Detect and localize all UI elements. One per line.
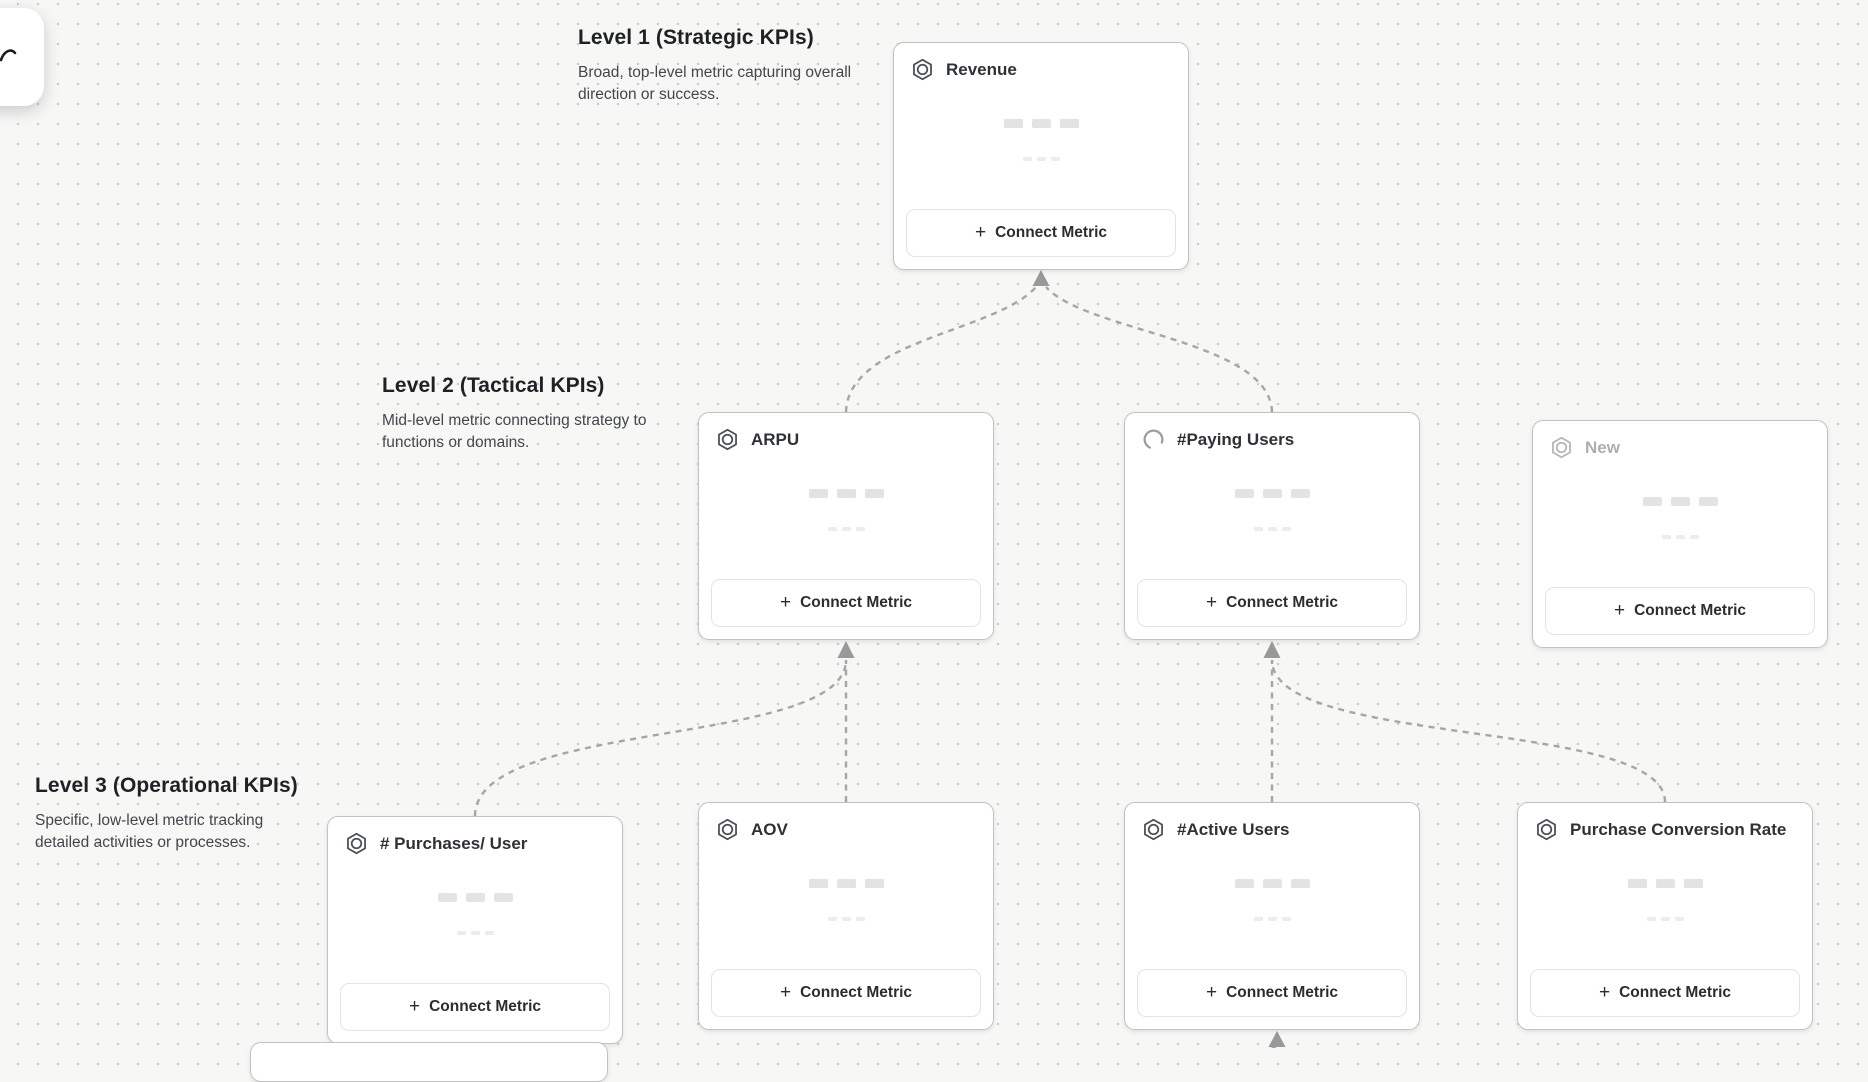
connect-metric-label: Connect Metric [1226, 984, 1339, 1001]
skeleton-row [1533, 535, 1827, 539]
metric-card-arpu[interactable]: ARPU + Connect Metric [698, 412, 994, 640]
card-title: Purchase Conversion Rate [1570, 819, 1787, 839]
plus-icon: + [1205, 982, 1218, 1003]
card-title: # Purchases/ User [380, 833, 528, 853]
connect-metric-label: Connect Metric [800, 594, 913, 611]
metric-hexagon-icon [718, 428, 737, 451]
level-3-description: Specific, low-level metric tracking deta… [35, 812, 264, 852]
card-title: #Paying Users [1177, 429, 1295, 449]
skeleton-row [328, 931, 622, 935]
connect-metric-button[interactable]: + Connect Metric [1545, 587, 1815, 635]
connect-metric-label: Connect Metric [1619, 984, 1732, 1001]
metric-hexagon-icon [1144, 818, 1163, 841]
level-1-label: Level 1 (Strategic KPIs) Broad, top-leve… [578, 26, 853, 107]
skeleton-row [699, 879, 993, 888]
card-title: ARPU [751, 429, 800, 449]
plus-icon: + [779, 592, 792, 613]
metric-hexagon-icon [347, 832, 366, 855]
metric-card-new[interactable]: New + Connect Metric [1532, 420, 1828, 648]
skeleton-row [1125, 527, 1419, 531]
card-title: #Active Users [1177, 819, 1290, 839]
skeleton-row [894, 119, 1188, 128]
edge-arpu-to-revenue [844, 286, 1037, 413]
metric-hexagon-icon [1552, 436, 1571, 459]
metric-hexagon-icon [913, 58, 932, 81]
card-header: #Active Users [1141, 817, 1289, 842]
skeleton-row [1125, 879, 1419, 888]
level-2-label: Level 2 (Tactical KPIs) Mid-level metric… [382, 374, 657, 455]
plus-icon: + [408, 996, 421, 1017]
card-header: ARPU [715, 427, 799, 452]
metric-card-purchase-conversion-rate[interactable]: Purchase Conversion Rate + Connect Metri… [1517, 802, 1813, 1030]
plus-icon: + [974, 222, 987, 243]
skeleton-row [1518, 879, 1812, 888]
metric-card-paying-users[interactable]: #Paying Users + Connect Metric [1124, 412, 1420, 640]
edge-pcr-to-paying [1270, 659, 1667, 803]
metric-card-active-users[interactable]: #Active Users + Connect Metric [1124, 802, 1420, 1030]
skeleton-row [699, 917, 993, 921]
metric-card-aov[interactable]: AOV + Connect Metric [698, 802, 994, 1030]
card-header: Purchase Conversion Rate [1534, 817, 1786, 842]
connect-metric-button[interactable]: + Connect Metric [1137, 579, 1407, 627]
arrow-into-arpu [837, 641, 855, 658]
plus-icon: + [1205, 592, 1218, 613]
level-1-title: Level 1 (Strategic KPIs) [578, 26, 814, 49]
skeleton-row [894, 157, 1188, 161]
skeleton-row [699, 527, 993, 531]
skeleton-row [1125, 917, 1419, 921]
arrow-into-paying [1263, 641, 1281, 658]
connect-metric-button[interactable]: + Connect Metric [906, 209, 1176, 257]
connect-metric-button[interactable]: + Connect Metric [1137, 969, 1407, 1017]
skeleton-row [699, 489, 993, 498]
connect-metric-button[interactable]: + Connect Metric [711, 969, 981, 1017]
metric-hexagon-icon [718, 818, 737, 841]
edge-paying-to-revenue [1045, 286, 1274, 413]
connect-metric-button[interactable]: + Connect Metric [340, 983, 610, 1031]
floating-toolbar-panel[interactable] [0, 8, 44, 106]
metric-card-purchases-per-user[interactable]: # Purchases/ User + Connect Metric [327, 816, 623, 1044]
card-title: AOV [751, 819, 788, 839]
connect-metric-button[interactable]: + Connect Metric [711, 579, 981, 627]
level-2-description: Mid-level metric connecting strategy to … [382, 412, 647, 452]
connect-metric-label: Connect Metric [800, 984, 913, 1001]
arrow-into-active [1268, 1031, 1286, 1047]
connect-metric-label: Connect Metric [429, 998, 542, 1015]
metric-hexagon-icon [1537, 818, 1556, 841]
plus-icon: + [1613, 600, 1626, 621]
plus-icon: + [1598, 982, 1611, 1003]
arrow-into-revenue [1032, 270, 1050, 286]
plus-icon: + [779, 982, 792, 1003]
skeleton-row [1533, 497, 1827, 506]
connect-metric-label: Connect Metric [1226, 594, 1339, 611]
connect-metric-label: Connect Metric [1634, 602, 1747, 619]
connect-metric-label: Connect Metric [995, 224, 1108, 241]
metric-card-revenue[interactable]: Revenue + Connect Metric [893, 42, 1189, 270]
connect-metric-button[interactable]: + Connect Metric [1530, 969, 1800, 1017]
level-3-label: Level 3 (Operational KPIs) Specific, low… [35, 774, 310, 855]
metric-card-partial-offscreen[interactable] [250, 1042, 608, 1082]
card-header: Revenue [910, 57, 1017, 82]
skeleton-row [328, 893, 622, 902]
level-2-title: Level 2 (Tactical KPIs) [382, 374, 605, 397]
level-1-description: Broad, top-level metric capturing overal… [578, 64, 852, 104]
card-header: #Paying Users [1141, 427, 1294, 452]
skeleton-row [1518, 917, 1812, 921]
skeleton-row [1125, 489, 1419, 498]
card-header: AOV [715, 817, 788, 842]
loading-spinner-icon [1143, 429, 1164, 450]
cursor-scribble-icon [0, 49, 17, 62]
level-3-title: Level 3 (Operational KPIs) [35, 774, 298, 797]
card-title: New [1585, 437, 1620, 457]
edge-purchases-to-arpu [473, 659, 848, 817]
card-title: Revenue [946, 59, 1017, 79]
card-header: # Purchases/ User [344, 831, 527, 856]
card-header: New [1549, 435, 1620, 460]
